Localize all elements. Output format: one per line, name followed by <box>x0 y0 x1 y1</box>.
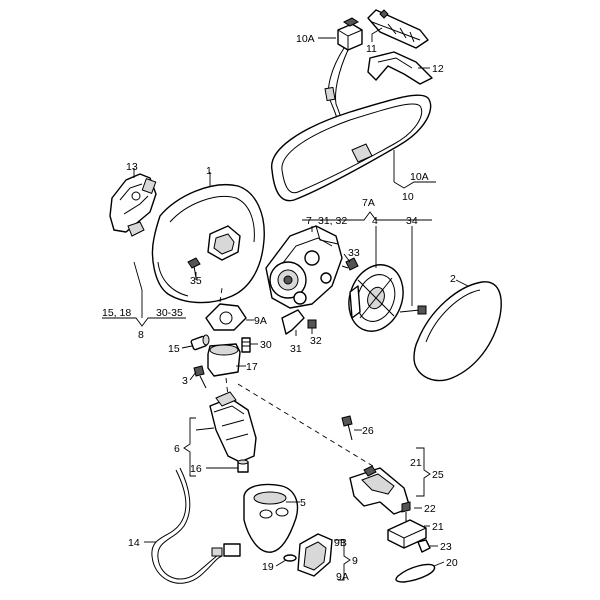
label-5: 5 <box>300 497 306 509</box>
label-2: 2 <box>450 273 456 285</box>
screw-part-34 <box>399 305 427 315</box>
label-10: 10 <box>402 191 414 203</box>
wiring-harness-part-14b <box>157 467 223 580</box>
label-10a-right: 10A <box>410 171 429 183</box>
label-31-32: 31, 32 <box>318 215 347 227</box>
wiring-harness-part-14 <box>151 469 223 584</box>
dashed-assembly-line-2 <box>219 287 223 303</box>
label-15-18: 15, 18 <box>102 307 131 319</box>
label-12: 12 <box>432 63 444 75</box>
mirror-cover-part-12 <box>367 51 433 85</box>
glass-carrier-part-4 <box>348 264 404 332</box>
mirror-motor-part-7 <box>265 225 343 309</box>
label-35: 35 <box>190 275 202 287</box>
screw-part-22 <box>401 501 411 524</box>
label-7: 7 <box>306 215 312 227</box>
slider-part-21 <box>387 519 427 549</box>
label-9a-top: 9A <box>254 315 267 327</box>
label-1: 1 <box>206 165 212 177</box>
label-16: 16 <box>190 463 202 475</box>
clip-part-31 <box>281 309 305 335</box>
label-34: 34 <box>406 215 418 227</box>
clip-part-23 <box>417 539 431 553</box>
screw-part-26 <box>341 415 353 441</box>
label-23: 23 <box>440 541 452 553</box>
leader-lines <box>102 27 469 581</box>
label-21-bottom: 21 <box>432 521 444 533</box>
label-31: 31 <box>290 343 302 355</box>
bracket-part-13 <box>109 173 157 237</box>
mirror-glass-part-2 <box>413 281 502 382</box>
bolt-part-15 <box>190 334 210 351</box>
label-4: 4 <box>372 215 378 227</box>
label-21-top: 21 <box>410 457 422 469</box>
dashed-assembly-line <box>237 383 377 469</box>
connector-part-10a <box>337 17 363 51</box>
lower-cover-part-5 <box>243 483 299 553</box>
label-6: 6 <box>174 443 180 455</box>
label-9: 9 <box>352 555 358 567</box>
bushing-part-17 <box>207 343 241 377</box>
label-13: 13 <box>126 161 138 173</box>
dashed-assembly-line-3 <box>225 377 229 397</box>
screw-part-30 <box>241 337 251 353</box>
seal-plate-part-9b <box>297 533 333 577</box>
washer-part-19 <box>283 554 297 562</box>
cable-sleeve-icon <box>324 86 336 102</box>
label-25: 25 <box>432 469 444 481</box>
label-32: 32 <box>310 335 322 347</box>
label-10a-top: 10A <box>296 33 315 45</box>
label-7a: 7A <box>362 197 375 209</box>
label-17: 17 <box>246 361 258 373</box>
mirror-mount-part-11 <box>367 9 429 49</box>
label-15: 15 <box>168 343 180 355</box>
label-19: 19 <box>262 561 274 573</box>
grommet-part-16 <box>237 459 249 473</box>
label-3: 3 <box>182 375 188 387</box>
label-9a-bottom: 9A <box>336 571 349 583</box>
mirror-housing-part-1 <box>151 184 265 304</box>
label-9b: 9B <box>334 537 347 549</box>
screw-part-3 <box>193 365 207 389</box>
label-26: 26 <box>362 425 374 437</box>
lower-bracket-part-21 <box>349 465 411 515</box>
label-22: 22 <box>424 503 436 515</box>
label-30: 30 <box>260 339 272 351</box>
screw-part-33 <box>341 257 359 271</box>
gasket-part-20 <box>395 563 436 583</box>
screw-part-32 <box>307 319 317 329</box>
label-30-35: 30-35 <box>156 307 183 319</box>
harness-connector-icon <box>211 543 241 557</box>
part-labels: 10A 11 12 10A 10 13 1 7A 7 31, 32 4 34 3… <box>102 33 458 583</box>
label-33: 33 <box>348 247 360 259</box>
label-14: 14 <box>128 537 140 549</box>
label-11: 11 <box>366 43 377 55</box>
rearview-mirror-part-10 <box>271 94 432 202</box>
actuator-part-6 <box>209 391 257 463</box>
label-8: 8 <box>138 329 144 341</box>
gasket-part-9a <box>205 303 247 331</box>
label-20: 20 <box>446 557 458 569</box>
